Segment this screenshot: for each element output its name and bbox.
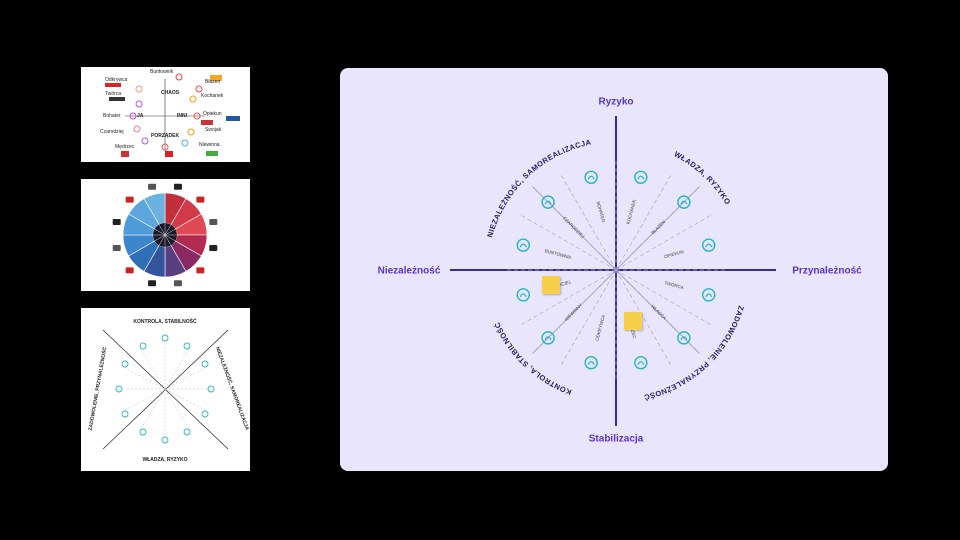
archetype-icon [516, 288, 530, 302]
sector-divider [518, 269, 617, 327]
brand-logo [173, 280, 182, 287]
archetype-icon [584, 170, 598, 184]
archetype-label: BŁAZEN [650, 219, 666, 235]
slide-thumbnail-1[interactable]: Buntownik Błazen Odkrywca Kochanek Twórc… [81, 67, 250, 162]
slide-thumbnail-3[interactable]: KONTROLA, STABILNOŚĆ NIEZALEŻNOŚĆ, SAMOR… [81, 308, 250, 471]
sector-divider [615, 213, 714, 271]
sector-divider [615, 172, 673, 271]
brand-logo [125, 196, 134, 203]
brand-logo [148, 280, 157, 287]
brand-logo [112, 219, 121, 226]
archetype-label: BUNTOWNIK [544, 248, 572, 260]
archetype-label: KOCHANEK [626, 199, 637, 225]
thumb3-title: KONTROLA, STABILNOŚĆ [133, 317, 197, 325]
thumb1-label: PORZĄDEK [151, 133, 179, 139]
thumb1-label: Opiekun [203, 111, 222, 117]
brand-logo [112, 244, 121, 251]
brand-logo [209, 244, 218, 251]
axis-label-left: Niezależność [377, 265, 441, 277]
thumb1-label: Błazen [205, 79, 221, 85]
archetype-icon [541, 331, 555, 345]
brand-logo [125, 267, 134, 274]
brand-logo [196, 196, 205, 203]
slide-thumbnail-2[interactable] [81, 179, 250, 291]
archetype-icon [677, 331, 691, 345]
archetype-map-thumbnail: Buntownik Błazen Odkrywca Kochanek Twórc… [100, 69, 240, 157]
quadrant-title: WŁADZA, RYZYKO [673, 150, 733, 207]
archetype-label: CZARODZIEJ [562, 216, 586, 240]
sector-divider [559, 172, 617, 271]
thumb3-title: NIEZALEŻNOŚĆ, SAMOREALIZACJA [214, 345, 250, 431]
thumb1-label: Niewinna [199, 142, 220, 148]
archetype-label: ODKRYWCA [594, 314, 606, 341]
quadrant-wheel-thumbnail: KONTROLA, STABILNOŚĆ NIEZALEŻNOŚĆ, SAMOR… [86, 317, 250, 463]
archetype-label: NIEWINNY [564, 302, 583, 321]
sector-divider [559, 269, 617, 368]
axis-label-top: Ryzyko [598, 96, 634, 108]
archetype-icon [584, 356, 598, 370]
sector-divider [615, 269, 673, 368]
thumb3-title: ZADOWOLENIE, PRZYNALEŻNOŚĆ [86, 346, 109, 431]
thumb1-label: Buntownik [150, 69, 174, 75]
brand-logo [196, 267, 205, 274]
thumb1-label: Bohater [103, 113, 121, 119]
thumb1-label: Kochanek [201, 93, 224, 99]
thumb1-label: Odkrywca [105, 77, 127, 83]
archetype-wheel: BUNTOWNIK CZARODZIEJ BOHATER KOCHANEK BŁAZEN… [450, 116, 776, 426]
archetype-icon [541, 195, 555, 209]
brand-wheel-thumbnail [112, 183, 218, 287]
brand-logo [173, 183, 182, 190]
archetype-board[interactable]: BUNTOWNIK CZARODZIEJ BOHATER KOCHANEK BŁAZEN… [340, 68, 888, 471]
thumb1-label: JA [137, 113, 144, 119]
quadrant-title: NIEZALEŻNOŚĆ, SAMOREALIZACJA [485, 137, 592, 238]
archetype-label: OPIEKUN [663, 249, 684, 259]
axis-label-bottom: Stabilizacja [588, 433, 644, 445]
thumb1-label: Mędrzec [115, 144, 135, 150]
quadrant-title: KONTROLA, STABILNOŚĆ [492, 320, 572, 396]
archetype-icon [677, 195, 691, 209]
sector-divider [518, 213, 617, 271]
thumb1-label: CHAOS [161, 90, 180, 96]
thumb1-label: Czarodziej [100, 129, 124, 135]
thumb1-label: Swojak [205, 127, 222, 133]
archetype-icon [634, 356, 648, 370]
archetype-icon [702, 238, 716, 252]
thumb3-title: WŁADZA, RYZYKO [142, 457, 187, 463]
axis-label-right: Przynależność [792, 265, 862, 277]
sticky-note[interactable] [542, 276, 560, 294]
archetype-icon [516, 238, 530, 252]
archetype-icon [634, 170, 648, 184]
archetype-label: WŁADCA [650, 304, 667, 321]
archetype-icon [702, 288, 716, 302]
brand-logo [148, 183, 157, 190]
quadrant-title: ZADOWOLENIE, PRZYNALEŻNOŚĆ [643, 305, 746, 402]
sticky-note[interactable] [624, 312, 642, 330]
archetype-label: TWÓRCA [664, 279, 685, 290]
thumb1-label: INNI [177, 113, 188, 119]
sector-divider [615, 269, 714, 327]
archetype-label: BOHATER [596, 201, 607, 224]
brand-logo [209, 219, 218, 226]
thumb1-label: Twórca [105, 91, 121, 97]
